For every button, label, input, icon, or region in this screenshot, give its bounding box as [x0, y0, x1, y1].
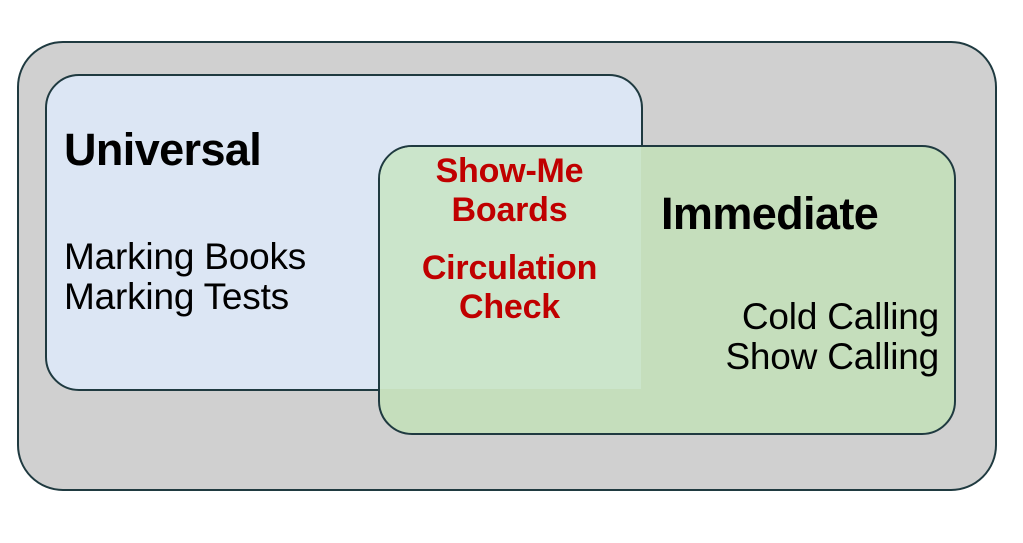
universal-heading: Universal — [64, 124, 262, 175]
immediate-items-list: Cold Calling Show Calling — [725, 296, 939, 377]
intersection-item-show-me-boards: Show-Me Boards — [435, 152, 584, 230]
intersection-items: Show-Me Boards Circulation Check — [390, 152, 629, 328]
immediate-heading: Immediate — [661, 188, 879, 239]
intersection-item-circulation-check: Circulation Check — [421, 248, 598, 327]
universal-items-list: Marking Books Marking Tests — [64, 236, 307, 317]
